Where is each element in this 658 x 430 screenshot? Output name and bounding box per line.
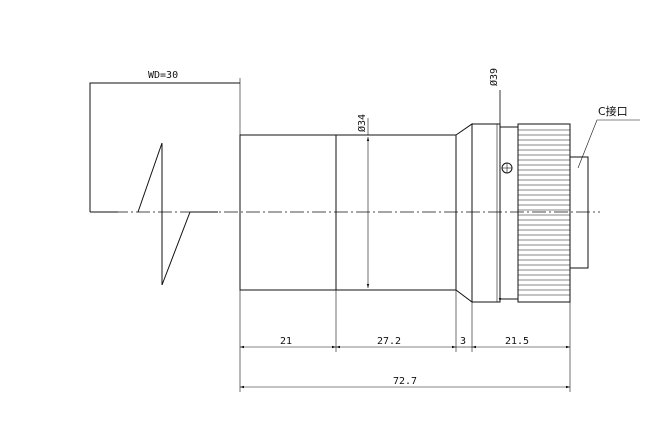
knurled-ring (499, 123, 571, 303)
dia39-dimension: Ø39 (488, 68, 502, 302)
dia39-label: Ø39 (488, 68, 500, 86)
wd-label: WD=30 (148, 70, 178, 81)
len21-5-label: 21.5 (505, 336, 529, 347)
working-distance-marker (89, 82, 240, 286)
total-length-label: 72.7 (393, 376, 417, 387)
length-dimensions: 21 27.2 3 21.5 72.7 (240, 336, 570, 389)
locking-screw-icon (501, 162, 513, 174)
shoulder (455, 123, 473, 303)
middle-barrel (335, 134, 457, 291)
front-barrel (239, 134, 337, 291)
c-mount-callout: C接口 (577, 105, 640, 169)
dia34-dimension: Ø34 (356, 114, 370, 288)
dia34-label: Ø34 (356, 114, 368, 132)
c-mount-thread (569, 156, 589, 269)
len27-label: 27.2 (377, 336, 401, 347)
len3-label: 3 (460, 336, 466, 347)
len21-label: 21 (280, 336, 292, 347)
c-mount-label: C接口 (598, 105, 628, 118)
wd-dimension: WD=30 (90, 70, 241, 135)
focus-ring (471, 123, 501, 303)
